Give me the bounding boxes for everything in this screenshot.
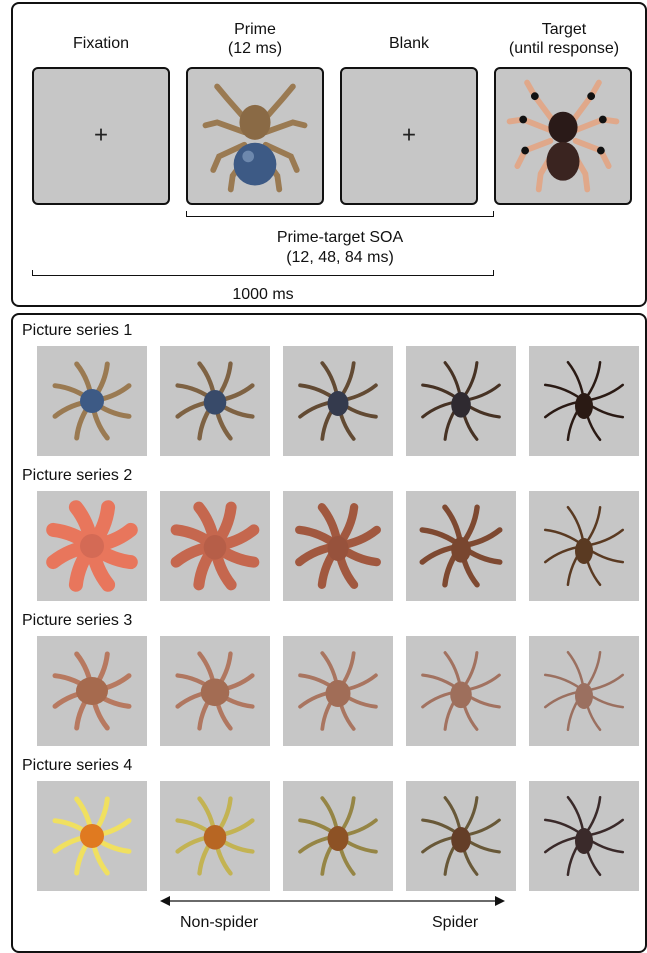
morph-body — [326, 680, 351, 707]
morph-body — [328, 826, 349, 851]
morph-body — [204, 825, 227, 850]
morph-body — [201, 679, 230, 707]
morph-image-step-5 — [529, 636, 639, 746]
prime-screen — [186, 67, 324, 205]
morph-figure — [37, 491, 147, 601]
morph-image-step-3 — [283, 346, 393, 456]
morph-body — [451, 537, 471, 563]
morph-image-step-3 — [283, 781, 393, 891]
morph-figure — [406, 636, 516, 746]
morph-image-step-2 — [160, 781, 270, 891]
soa-bracket — [186, 211, 494, 217]
morph-figure — [283, 781, 393, 891]
total-duration-bracket — [32, 270, 494, 276]
morph-figure — [529, 491, 639, 601]
morph-figure — [529, 636, 639, 746]
morph-image-step-3 — [283, 636, 393, 746]
morph-body — [575, 393, 593, 419]
morph-image-step-2 — [160, 636, 270, 746]
morph-figure — [283, 491, 393, 601]
morph-image-step-4 — [406, 491, 516, 601]
blank-cross: + — [402, 121, 416, 149]
morph-figure — [37, 781, 147, 891]
morph-figure — [529, 781, 639, 891]
axis-label-spider: Spider — [432, 914, 478, 932]
morph-body — [80, 824, 104, 848]
morph-figure — [37, 636, 147, 746]
morph-body — [80, 534, 104, 558]
morph-image-step-1 — [37, 636, 147, 746]
prime-spider-image — [188, 69, 322, 203]
frame-label-fixation: Fixation — [32, 34, 170, 53]
morph-figure — [406, 781, 516, 891]
morph-figure — [406, 491, 516, 601]
morph-figure — [283, 636, 393, 746]
morph-image-step-3 — [283, 491, 393, 601]
morph-body — [328, 536, 349, 561]
morph-body — [76, 677, 108, 705]
morph-body — [451, 392, 471, 418]
morph-body — [204, 535, 227, 560]
morph-figure — [160, 346, 270, 456]
morph-image-step-1 — [37, 346, 147, 456]
frame-label-blank: Blank — [340, 34, 478, 53]
series-label: Picture series 2 — [22, 466, 132, 485]
series-label: Picture series 4 — [22, 756, 132, 775]
morph-figure — [406, 346, 516, 456]
morph-image-step-5 — [529, 781, 639, 891]
morph-image-step-1 — [37, 491, 147, 601]
morph-figure — [283, 346, 393, 456]
morph-body — [575, 828, 593, 854]
fixation-screen: + — [32, 67, 170, 205]
target-spider-image — [496, 69, 630, 203]
series-label: Picture series 1 — [22, 321, 132, 340]
morph-image-step-5 — [529, 491, 639, 601]
soa-values: (12, 48, 84 ms) — [186, 248, 494, 267]
morph-image-step-5 — [529, 346, 639, 456]
morph-body — [575, 538, 593, 564]
morph-body — [204, 390, 227, 415]
morph-figure — [160, 636, 270, 746]
morph-axis-arrow — [160, 893, 505, 909]
soa-label: Prime-target SOA — [186, 228, 494, 247]
frame-label-target: Target (until response) — [490, 20, 638, 58]
morph-figure — [160, 781, 270, 891]
total-duration-label: 1000 ms — [32, 285, 494, 304]
morph-image-step-2 — [160, 346, 270, 456]
morph-figure — [37, 346, 147, 456]
morph-image-step-1 — [37, 781, 147, 891]
morph-body — [450, 682, 472, 709]
fixation-cross: + — [94, 121, 108, 149]
morph-body — [80, 389, 104, 413]
morph-image-step-4 — [406, 636, 516, 746]
series-label: Picture series 3 — [22, 611, 132, 630]
morph-body — [575, 683, 593, 709]
morph-body — [328, 391, 349, 416]
morph-image-step-2 — [160, 491, 270, 601]
morph-body — [451, 827, 471, 853]
morph-image-step-4 — [406, 346, 516, 456]
axis-label-non-spider: Non-spider — [180, 914, 258, 932]
target-screen — [494, 67, 632, 205]
frame-label-prime: Prime (12 ms) — [186, 20, 324, 58]
morph-image-step-4 — [406, 781, 516, 891]
morph-figure — [160, 491, 270, 601]
morph-figure — [529, 346, 639, 456]
blank-screen: + — [340, 67, 478, 205]
